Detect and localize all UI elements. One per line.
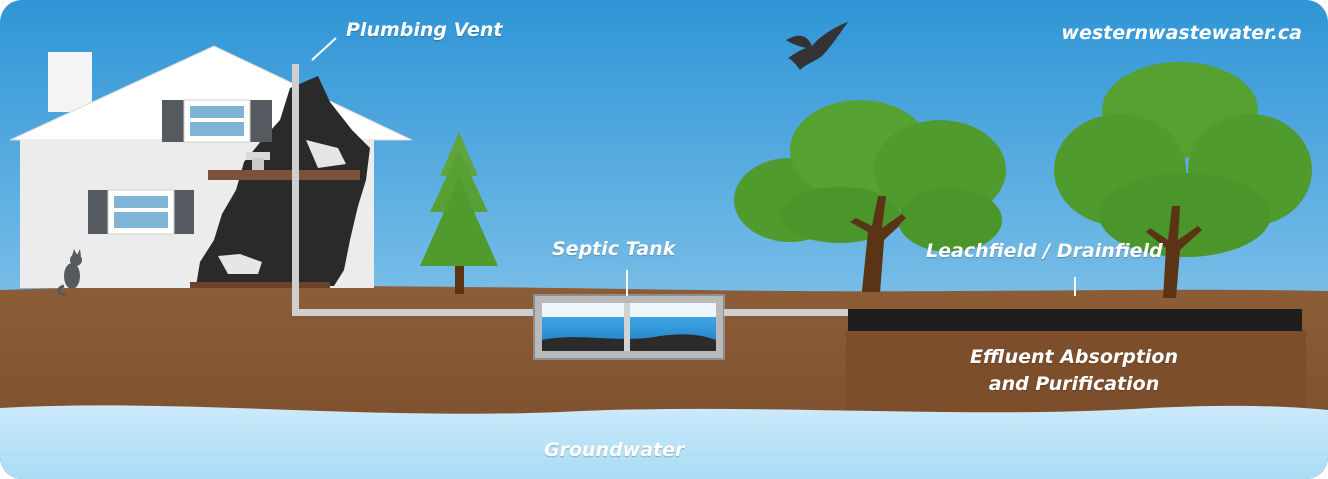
- shutter-icon: [88, 190, 108, 234]
- foundation: [190, 282, 330, 288]
- shutter-icon: [174, 190, 194, 234]
- effluent-label-line1: Effluent Absorption: [969, 346, 1179, 368]
- plumbing-vent-label: Plumbing Vent: [346, 19, 503, 41]
- bird-icon: [786, 22, 848, 70]
- pine-tree-icon: [420, 132, 498, 294]
- sink-icon: [246, 152, 270, 160]
- effluent-label-line2: and Purification: [988, 373, 1160, 395]
- vent-pointer: [311, 37, 337, 61]
- cat-icon: [57, 249, 82, 296]
- toilet-icon: [218, 254, 262, 274]
- septic-tank: [533, 270, 725, 360]
- window-pane: [190, 122, 244, 136]
- sink-pedestal-icon: [252, 158, 264, 170]
- window-pane: [114, 212, 168, 228]
- shutter-icon: [250, 100, 272, 142]
- oak-tree-icon: [734, 100, 1006, 292]
- window-pane: [190, 106, 244, 118]
- sewer-pipe: [292, 309, 538, 316]
- oak-tree-icon: [1054, 62, 1312, 298]
- outlet-pipe: [724, 309, 854, 316]
- absorption-zone: [846, 330, 1306, 414]
- site-watermark: westernwastewater.ca: [1061, 22, 1302, 44]
- groundwater: [0, 405, 1328, 479]
- house-cutaway: [196, 76, 370, 286]
- bathtub-icon: [306, 140, 346, 168]
- leachfield-label: Leachfield / Drainfield: [926, 240, 1163, 262]
- groundwater-label: Groundwater: [544, 439, 685, 461]
- shutter-icon: [162, 100, 184, 142]
- house: [9, 45, 413, 288]
- floor-board: [208, 170, 360, 180]
- plumbing-vent-pipe: [292, 64, 299, 316]
- window-pane: [114, 196, 168, 208]
- septic-tank-label: Septic Tank: [552, 238, 676, 260]
- drainfield-bar: [848, 309, 1302, 331]
- chimney: [48, 52, 92, 112]
